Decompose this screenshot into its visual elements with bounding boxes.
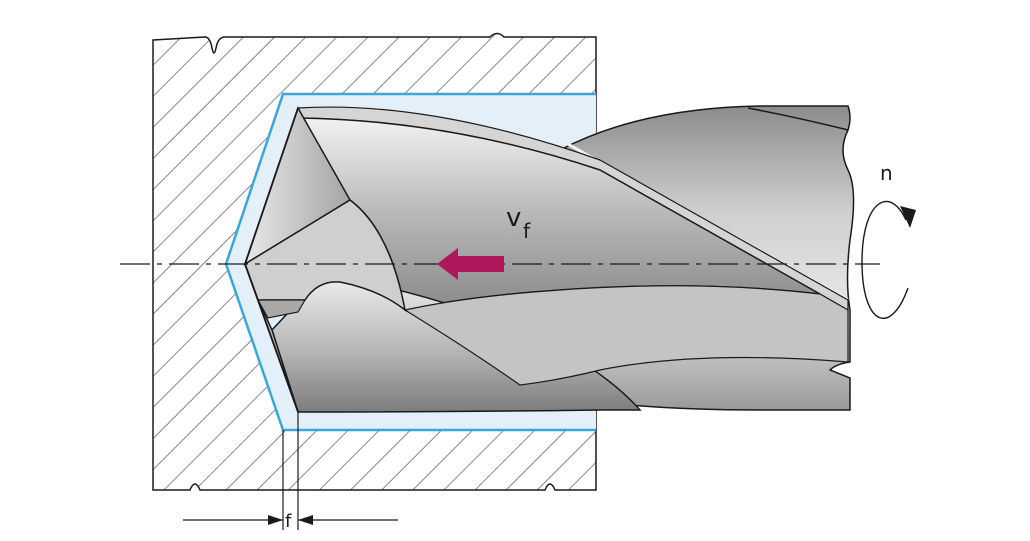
drill-body	[243, 106, 849, 413]
feed-dimension	[183, 412, 398, 530]
feed-per-rev-label: f	[285, 511, 292, 532]
arrow-left-icon	[437, 248, 504, 280]
rotation-label: n	[880, 161, 893, 185]
feed-velocity-label: v	[506, 203, 521, 233]
rotation-arrow-icon	[861, 200, 916, 319]
feed-velocity-subscript: f	[523, 219, 531, 243]
